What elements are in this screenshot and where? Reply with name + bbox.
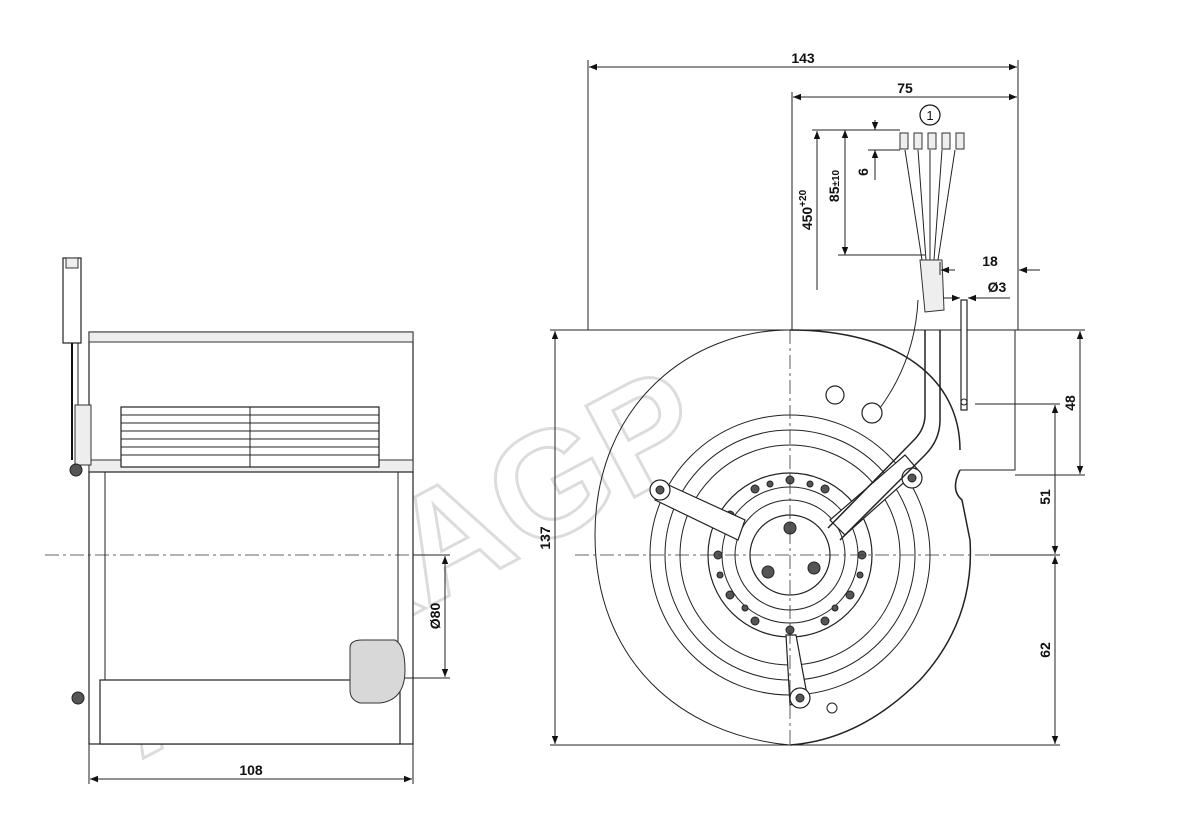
dim-overall-width-value: 143	[791, 50, 815, 66]
dim-cable-offset: 75	[791, 80, 1017, 330]
dim-axis-to-bottom: 62	[1037, 556, 1059, 744]
dim-axis-to-outlet-value: 51	[1037, 489, 1053, 505]
dim-wire-strip: 6	[855, 120, 900, 180]
dim-strip-length: 85±10	[826, 130, 925, 256]
dim-inlet-diameter-value: Ø80	[427, 603, 443, 630]
wire-ends	[899, 132, 965, 150]
svg-text:85±10: 85±10	[826, 169, 842, 202]
dim-bracket-width: 18	[939, 253, 1040, 275]
side-view	[45, 257, 430, 745]
dim-upper-offset: 48	[1062, 331, 1084, 474]
dim-overall-height: 137	[537, 331, 559, 744]
dim-overall-width: 143	[587, 50, 1019, 330]
dim-side-depth-value: 108	[239, 762, 263, 778]
dim-hole-diameter-value: Ø3	[988, 279, 1007, 295]
dim-wire-strip-value: 6	[855, 168, 871, 176]
dim-cable-offset-value: 75	[897, 80, 913, 96]
dim-upper-offset-value: 48	[1062, 395, 1078, 411]
dim-axis-to-outlet: 51	[975, 403, 1060, 556]
dim-cable-length-value: 450	[799, 207, 815, 231]
dim-strip-length-tol: ±10	[831, 169, 842, 186]
front-view	[550, 132, 1085, 746]
dim-bracket-width-value: 18	[982, 253, 998, 269]
callout-1-label: 1	[926, 108, 933, 123]
dim-inlet-diameter: Ø80	[405, 554, 450, 679]
dim-cable-length-tol: +20	[798, 189, 809, 206]
dim-axis-to-bottom-value: 62	[1037, 642, 1053, 658]
dim-hole-diameter: Ø3	[944, 279, 1010, 302]
svg-text:450+20: 450+20	[798, 189, 815, 230]
callout-1: 1	[919, 104, 941, 126]
dim-strip-length-value: 85	[826, 186, 842, 202]
dim-side-depth: 108	[88, 744, 414, 784]
dim-cable-length: 450+20	[798, 129, 900, 290]
dim-overall-height-value: 137	[537, 526, 553, 550]
